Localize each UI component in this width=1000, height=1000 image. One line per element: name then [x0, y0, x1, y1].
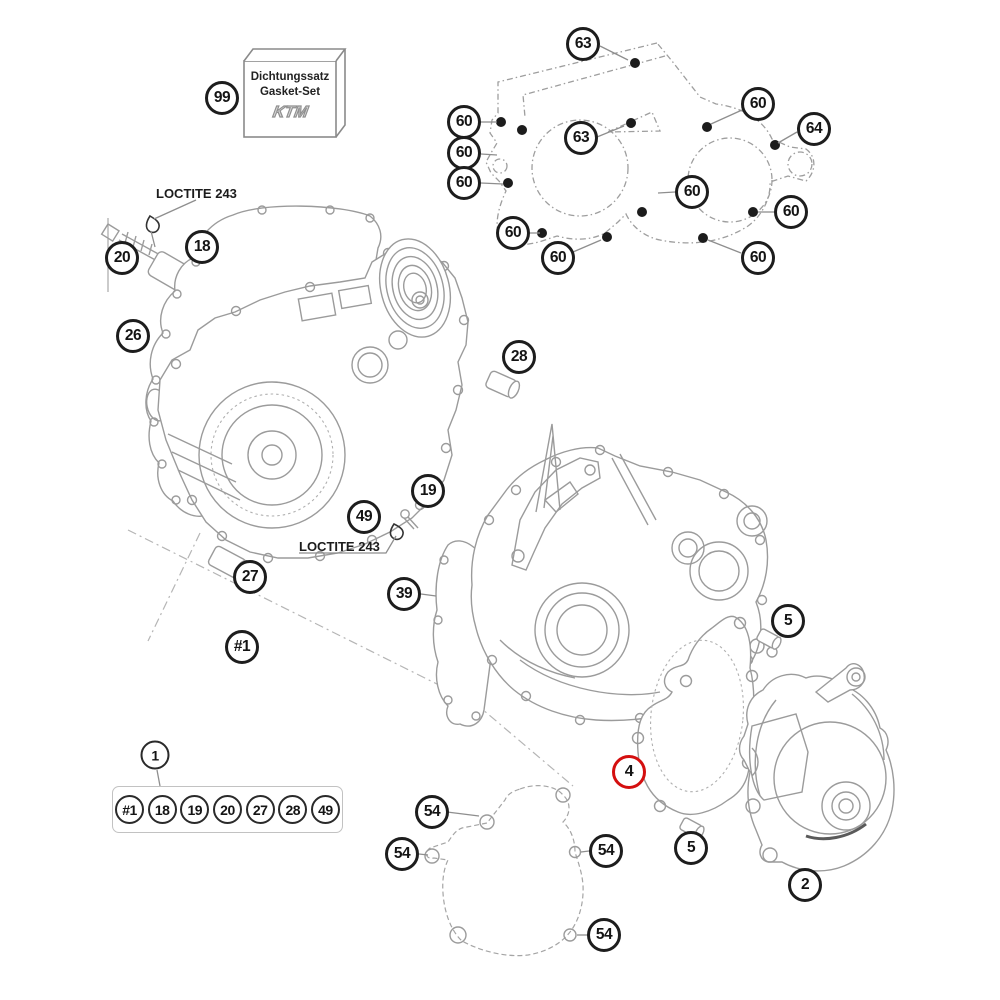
legend-item-49[interactable]: 49 — [310, 795, 340, 824]
legend-item-18[interactable]: 18 — [147, 795, 177, 824]
callout-27[interactable]: 27 — [233, 560, 267, 594]
callout-60[interactable]: 60 — [447, 105, 481, 139]
callout-5[interactable]: 5 — [674, 831, 708, 865]
callout-5[interactable]: 5 — [771, 604, 805, 638]
dowel-28 — [485, 370, 521, 399]
screw-49 — [400, 509, 419, 530]
callout-54[interactable]: 54 — [385, 837, 419, 871]
clutch-cover-hub — [411, 291, 429, 309]
callout-60[interactable]: 60 — [541, 241, 575, 275]
callout-64[interactable]: 64 — [797, 112, 831, 146]
left-crankcase — [157, 247, 470, 564]
pump-cover-gasket — [424, 785, 584, 957]
loctite-droplet-top — [145, 214, 160, 248]
callout-54[interactable]: 54 — [587, 918, 621, 952]
callout-60[interactable]: 60 — [741, 87, 775, 121]
legend-item-20[interactable]: 20 — [212, 795, 242, 824]
callout-20[interactable]: 20 — [105, 241, 139, 275]
callout-26[interactable]: 26 — [116, 319, 150, 353]
callout-2[interactable]: 2 — [788, 868, 822, 902]
legend-item-19[interactable]: 19 — [180, 795, 210, 824]
ktm-logo: KTM — [271, 103, 310, 121]
callout-1[interactable]: 1 — [140, 740, 170, 770]
callout-18[interactable]: 18 — [185, 230, 219, 264]
gasket-set-box — [243, 48, 347, 138]
dowel-5-upper — [756, 628, 782, 650]
callout-54[interactable]: 54 — [589, 834, 623, 868]
legend-item-27[interactable]: 27 — [245, 795, 275, 824]
callout-54[interactable]: 54 — [415, 795, 449, 829]
callout-num1[interactable]: #1 — [225, 630, 259, 664]
loctite-droplet-mid — [389, 522, 404, 541]
callout-60[interactable]: 60 — [496, 216, 530, 250]
callout-99[interactable]: 99 — [205, 81, 239, 115]
callout-63[interactable]: 63 — [564, 121, 598, 155]
center-case-gasket — [485, 42, 815, 246]
gasket-bolt-dots — [496, 58, 780, 243]
callout-60[interactable]: 60 — [447, 166, 481, 200]
callout-49[interactable]: 49 — [347, 500, 381, 534]
callout-28[interactable]: 28 — [502, 340, 536, 374]
gasket-set-box-label: Dichtungssatz Gasket-Set KTM — [245, 70, 335, 122]
box-label-line2: Gasket-Set — [259, 85, 321, 98]
legend-item-28[interactable]: 28 — [278, 795, 308, 824]
callout-39[interactable]: 39 — [387, 577, 421, 611]
callout-60[interactable]: 60 — [774, 195, 808, 229]
loctite-label-top: LOCTITE 243 — [156, 186, 237, 201]
clutch-cover — [379, 238, 451, 338]
callout-60[interactable]: 60 — [447, 136, 481, 170]
callout-60[interactable]: 60 — [741, 241, 775, 275]
box-label-line1: Dichtungssatz — [250, 71, 330, 83]
leader-lines — [153, 45, 798, 936]
callout-19[interactable]: 19 — [411, 474, 445, 508]
ignition-cover — [738, 663, 895, 872]
loctite-label-mid: LOCTITE 243 — [299, 539, 380, 554]
legend-item-num1[interactable]: #1 — [115, 795, 144, 824]
callout-4[interactable]: 4 — [612, 755, 646, 789]
callout-63[interactable]: 63 — [566, 27, 600, 61]
callout-60[interactable]: 60 — [675, 175, 709, 209]
